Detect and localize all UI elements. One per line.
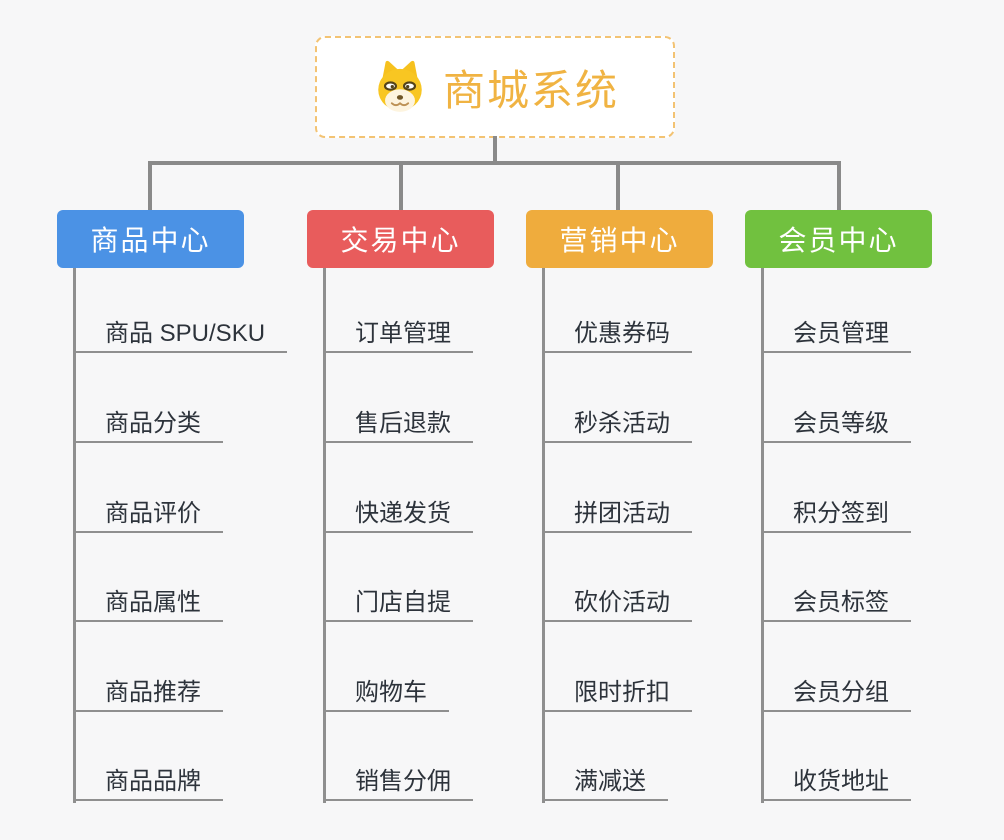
child-topic[interactable]: 会员标签 bbox=[761, 586, 911, 622]
child-topic[interactable]: 满减送 bbox=[542, 765, 668, 801]
branch-node-member[interactable]: 会员中心 bbox=[745, 210, 932, 268]
connector-stub-trade bbox=[399, 161, 403, 210]
child-topic[interactable]: 商品属性 bbox=[73, 586, 223, 622]
child-topic[interactable]: 会员等级 bbox=[761, 407, 911, 443]
child-topic[interactable]: 拼团活动 bbox=[542, 497, 692, 533]
connector-stub-product bbox=[148, 161, 152, 210]
child-topic[interactable]: 商品品牌 bbox=[73, 765, 223, 801]
root-topic-node[interactable]: 商城系统 bbox=[315, 36, 675, 138]
root-topic-title: 商城系统 bbox=[442, 66, 619, 114]
connector-bus bbox=[148, 161, 841, 165]
connector-stub-marketing bbox=[616, 161, 620, 210]
child-topic[interactable]: 购物车 bbox=[323, 676, 449, 712]
connector-trunk-member bbox=[761, 268, 764, 803]
child-topic[interactable]: 商品分类 bbox=[73, 407, 223, 443]
branch-column-marketing: 营销中心 优惠券码 秒杀活动 拼团活动 砍价活动 限时折扣 满减送 bbox=[526, 210, 786, 820]
connector-root-stem bbox=[493, 136, 497, 163]
child-topic[interactable]: 会员分组 bbox=[761, 676, 911, 712]
child-topic[interactable]: 收货地址 bbox=[761, 765, 911, 801]
child-topic[interactable]: 门店自提 bbox=[323, 586, 473, 622]
branch-column-trade: 交易中心 订单管理 售后退款 快递发货 门店自提 购物车 销售分佣 bbox=[307, 210, 567, 820]
branch-node-trade[interactable]: 交易中心 bbox=[307, 210, 494, 268]
child-topic[interactable]: 商品 SPU/SKU bbox=[73, 317, 288, 353]
branch-column-product: 商品中心 商品 SPU/SKU 商品分类 商品评价 商品属性 商品推荐 商品品牌 bbox=[57, 210, 317, 820]
child-topic[interactable]: 商品评价 bbox=[73, 497, 223, 533]
child-topic[interactable]: 快递发货 bbox=[323, 497, 473, 533]
child-topic[interactable]: 订单管理 bbox=[323, 317, 473, 353]
connector-trunk-trade bbox=[323, 268, 326, 803]
child-topic[interactable]: 优惠券码 bbox=[542, 317, 692, 353]
child-topic[interactable]: 商品推荐 bbox=[73, 676, 223, 712]
child-topic[interactable]: 限时折扣 bbox=[542, 676, 692, 712]
branch-column-member: 会员中心 会员管理 会员等级 积分签到 会员标签 会员分组 收货地址 bbox=[745, 210, 1004, 820]
connector-trunk-product bbox=[73, 268, 76, 803]
branch-node-marketing[interactable]: 营销中心 bbox=[526, 210, 713, 268]
child-topic[interactable]: 积分签到 bbox=[761, 497, 911, 533]
connector-trunk-marketing bbox=[542, 268, 545, 803]
child-topic[interactable]: 销售分佣 bbox=[323, 765, 473, 801]
child-topic[interactable]: 会员管理 bbox=[761, 317, 911, 353]
branch-node-product[interactable]: 商品中心 bbox=[57, 210, 244, 268]
child-topic[interactable]: 秒杀活动 bbox=[542, 407, 692, 443]
connector-stub-member bbox=[837, 161, 841, 210]
doge-icon bbox=[378, 60, 422, 112]
child-topic[interactable]: 售后退款 bbox=[323, 407, 473, 443]
child-topic[interactable]: 砍价活动 bbox=[542, 586, 692, 622]
